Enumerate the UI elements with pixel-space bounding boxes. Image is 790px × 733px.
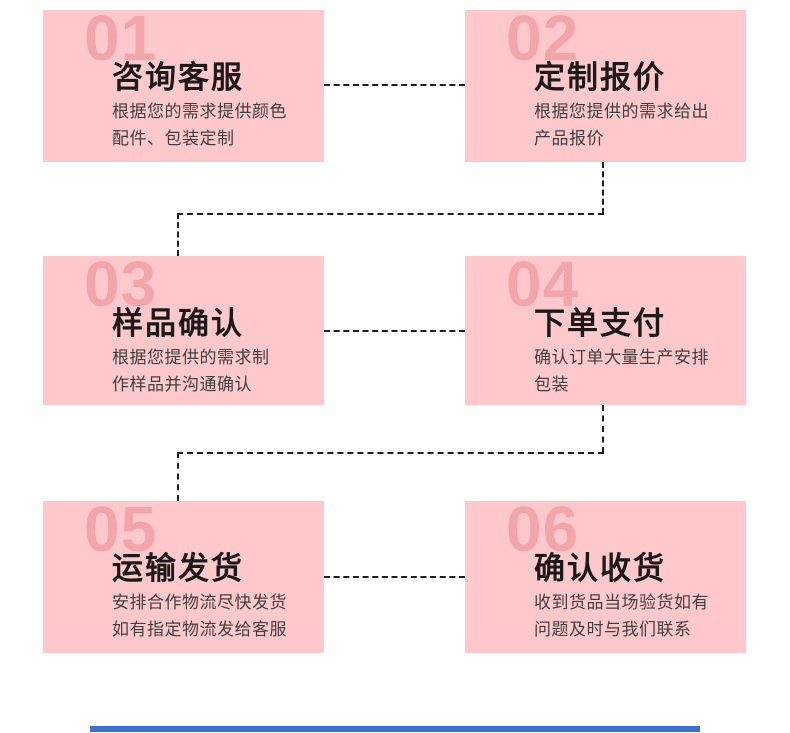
- step-title: 确认收货: [534, 551, 666, 586]
- step-number: 03: [84, 248, 158, 320]
- connector-step2-step3-across: [177, 213, 604, 215]
- step-number: 05: [84, 493, 158, 565]
- step-number: 06: [506, 493, 580, 565]
- connector-step2-step3-down: [602, 162, 604, 214]
- step-card-ship: 05 运输发货 安排合作物流尽快发货 如有指定物流发给客服: [43, 497, 324, 653]
- step-card-sample: 03 样品确认 根据您提供的需求制 作样品并沟通确认: [43, 252, 324, 405]
- step-number: 01: [84, 2, 158, 74]
- step-title: 下单支付: [534, 306, 666, 341]
- step-description: 安排合作物流尽快发货 如有指定物流发给客服: [112, 593, 287, 640]
- step-description: 根据您提供的需求给出 产品报价: [534, 102, 709, 149]
- step-number: 04: [506, 248, 580, 320]
- step-title: 样品确认: [112, 306, 244, 341]
- footer-accent-bar: [90, 726, 700, 732]
- connector-step5-step6: [324, 576, 465, 578]
- step-title: 运输发货: [112, 551, 244, 586]
- connector-step4-step5-down: [602, 405, 604, 453]
- step-card-receive: 06 确认收货 收到货品当场验货如有 问题及时与我们联系: [465, 497, 746, 653]
- step-number: 02: [506, 2, 580, 74]
- step-description: 根据您的需求提供颜色 配件、包装定制: [112, 102, 287, 149]
- connector-step3-step4: [324, 330, 465, 332]
- step-description: 确认订单大量生产安排 包装: [534, 348, 709, 395]
- step-description: 根据您提供的需求制 作样品并沟通确认: [112, 348, 270, 395]
- step-card-quote: 02 定制报价 根据您提供的需求给出 产品报价: [465, 6, 746, 162]
- step-description: 收到货品当场验货如有 问题及时与我们联系: [534, 593, 709, 640]
- step-title: 定制报价: [534, 60, 666, 95]
- step-card-consult: 01 咨询客服 根据您的需求提供颜色 配件、包装定制: [43, 6, 324, 162]
- step-title: 咨询客服: [112, 60, 244, 95]
- step-card-order: 04 下单支付 确认订单大量生产安排 包装: [465, 252, 746, 405]
- connector-step2-step3-into: [177, 213, 179, 256]
- connector-step4-step5-across: [177, 452, 604, 454]
- connector-step1-step2: [324, 84, 465, 86]
- connector-step4-step5-into: [177, 452, 179, 501]
